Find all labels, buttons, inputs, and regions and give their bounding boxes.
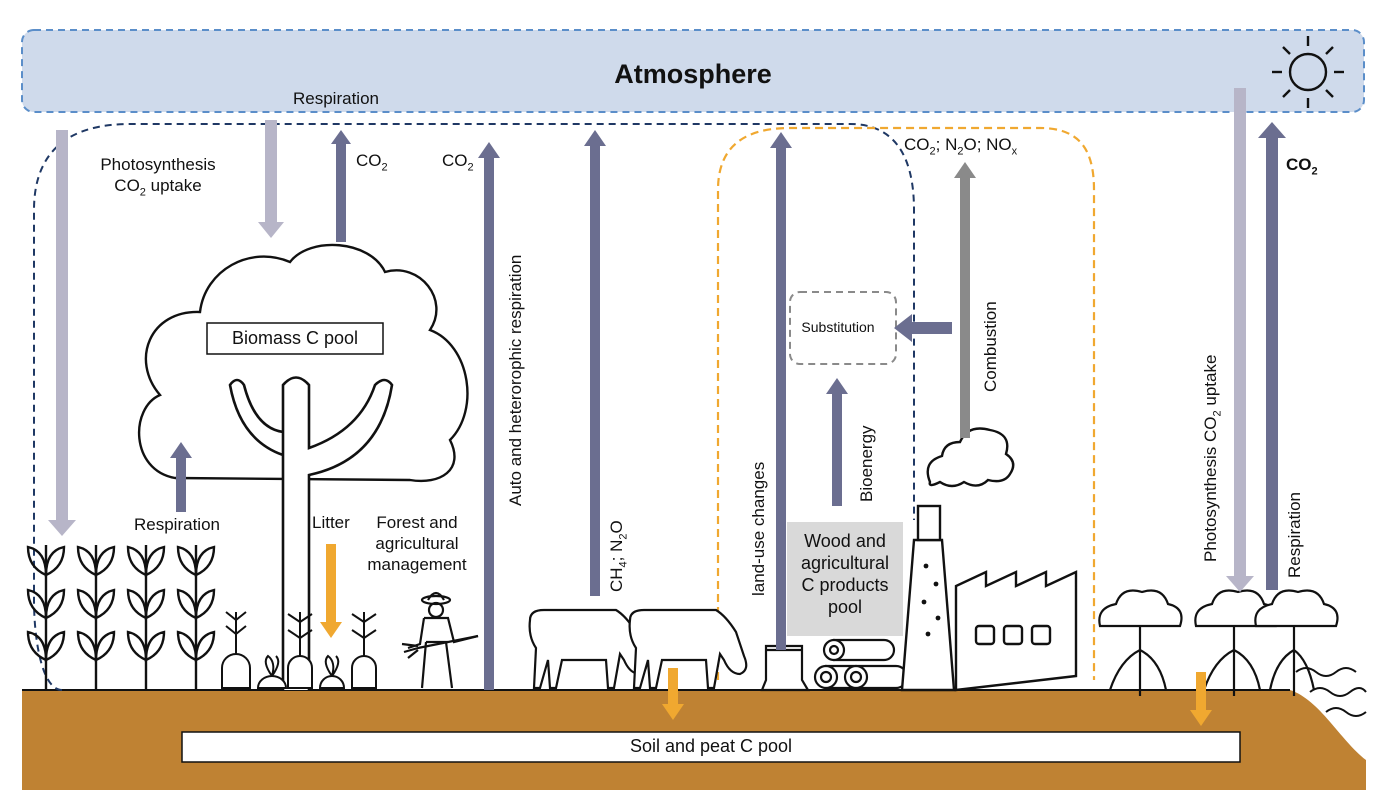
factory-windows-dots bbox=[921, 563, 941, 637]
label-photosynthesis-left-line2: CO2 uptake bbox=[114, 176, 202, 199]
label-management: Forest and agricultural management bbox=[356, 512, 478, 575]
arrow-co2-tree bbox=[331, 130, 351, 242]
label-combustion: Combustion bbox=[981, 301, 1000, 392]
label-co2-mid: CO2 bbox=[442, 151, 474, 174]
wood-pool-line1: Wood and bbox=[804, 531, 886, 551]
wood-products-pool-box bbox=[787, 522, 903, 636]
crop-plants bbox=[26, 543, 216, 692]
arrow-land-use bbox=[770, 132, 792, 650]
soil-pool-box bbox=[181, 731, 1241, 763]
arrow-to-substitution bbox=[894, 314, 952, 342]
label-combustion-gases: CO2; N2O; NOx bbox=[904, 135, 1018, 158]
logs-icon bbox=[813, 638, 909, 690]
management-line3: management bbox=[367, 555, 467, 574]
vegetables bbox=[221, 611, 377, 689]
mangrove-trees bbox=[1098, 589, 1339, 696]
wood-pool-line3: C products bbox=[801, 575, 889, 595]
label-photosynthesis-right: Photosynthesis CO2 uptake bbox=[1201, 354, 1224, 562]
management-line2: agricultural bbox=[375, 534, 459, 553]
label-photosynthesis-left: Photosynthesis CO2 uptake bbox=[88, 154, 228, 203]
soil-pool-label: Soil and peat C pool bbox=[629, 736, 793, 756]
label-auto-hetero: Auto and heterorophic respiration bbox=[506, 254, 525, 506]
wood-pool-line4: pool bbox=[827, 597, 863, 617]
arrow-photosynthesis-left bbox=[48, 130, 76, 536]
arrow-ch4-n2o bbox=[584, 130, 606, 596]
factory-icon bbox=[900, 504, 1078, 692]
label-respiration-tree: Respiration bbox=[134, 515, 220, 534]
label-bioenergy: Bioenergy bbox=[857, 425, 876, 502]
tree-stump-icon bbox=[760, 644, 810, 692]
biomass-pool-box bbox=[206, 322, 384, 355]
management-line1: Forest and bbox=[376, 513, 458, 532]
tree-trunk bbox=[228, 376, 394, 690]
sun-icon bbox=[1272, 36, 1344, 108]
label-co2-tree: CO2 bbox=[356, 151, 388, 174]
arrow-photosynthesis-right bbox=[1226, 88, 1254, 592]
label-co2-right: CO2 bbox=[1286, 155, 1318, 178]
biomass-pool-label: Biomass C pool bbox=[231, 328, 359, 348]
wood-pool-line2: agricultural bbox=[800, 553, 890, 573]
arrow-litter bbox=[320, 544, 342, 638]
water-edge bbox=[1290, 690, 1366, 760]
atmosphere-title: Atmosphere bbox=[614, 59, 772, 89]
smoke-cloud bbox=[926, 427, 1015, 488]
arrow-mangrove-soil bbox=[1190, 672, 1212, 726]
tree-canopy bbox=[138, 243, 469, 483]
products-boundary bbox=[716, 126, 1096, 680]
ecosystem-boundary bbox=[33, 123, 915, 691]
arrow-respiration-tree bbox=[170, 442, 192, 512]
label-litter: Litter bbox=[312, 513, 350, 532]
arrow-auto-hetero bbox=[478, 142, 500, 690]
arrow-cow-soil bbox=[662, 668, 684, 720]
label-land-use: land-use changes bbox=[749, 461, 768, 596]
substitution-box bbox=[789, 291, 897, 365]
arrow-respiration-top bbox=[258, 120, 284, 238]
cow-icons bbox=[528, 608, 748, 690]
arrow-combustion bbox=[954, 162, 976, 438]
substitution-label: Substitution bbox=[801, 319, 875, 335]
label-photosynthesis-left-line1: Photosynthesis bbox=[100, 155, 216, 174]
atmosphere-band bbox=[21, 29, 1365, 113]
label-respiration-top: Respiration bbox=[293, 89, 379, 108]
label-respiration-right: Respiration bbox=[1285, 492, 1304, 578]
water-waves bbox=[1295, 667, 1367, 717]
label-ch4-n2o: CH4; N2O bbox=[607, 520, 630, 592]
farmer-icon bbox=[401, 591, 479, 689]
arrow-respiration-right bbox=[1258, 122, 1286, 590]
arrow-bioenergy bbox=[826, 378, 848, 506]
wood-pool-label: Wood and agricultural C products pool bbox=[787, 530, 903, 618]
